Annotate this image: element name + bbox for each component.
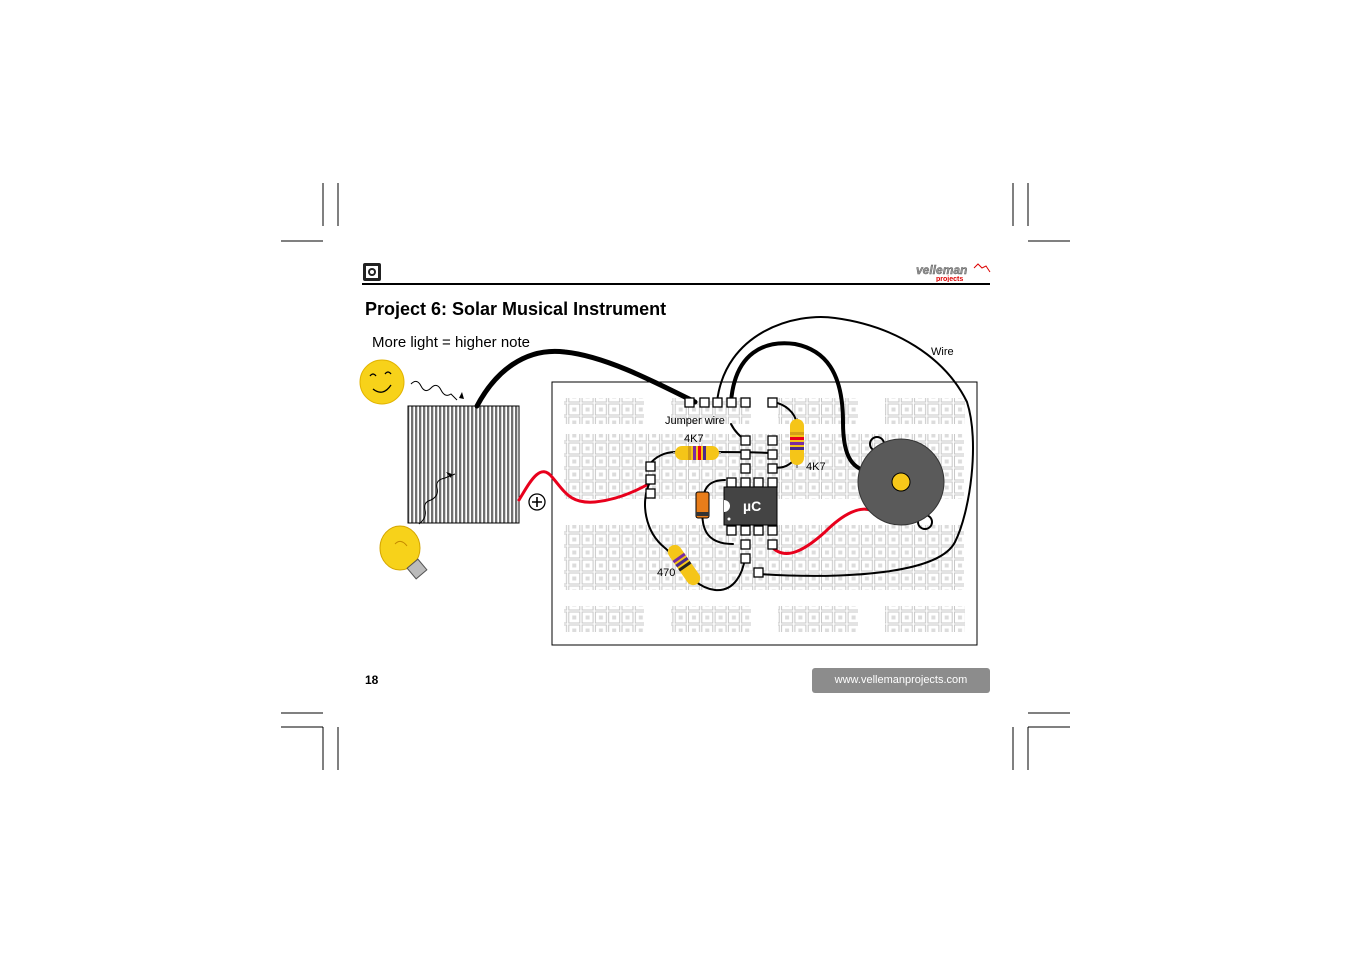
connection-pads <box>645 397 778 578</box>
label-jumper-wire: Jumper wire <box>665 415 725 427</box>
label-470: 470 <box>657 567 675 579</box>
label-4k7-left: 4K7 <box>684 433 704 445</box>
resistor-470 <box>667 544 701 586</box>
black-wire-buzzer <box>729 341 869 474</box>
label-wire: Wire <box>931 346 954 358</box>
red-wire-plus <box>517 470 654 504</box>
thick-black-wire <box>474 348 698 409</box>
buzzer <box>857 436 945 530</box>
svg-text:velleman: velleman <box>916 263 967 277</box>
header-rule <box>362 283 990 285</box>
capacitor <box>695 491 710 519</box>
plus-terminal-icon <box>528 493 546 511</box>
website-url[interactable]: www.vellemanprojects.com <box>812 668 990 693</box>
label-4k7-right: 4K7 <box>806 461 826 473</box>
chip-label: µC <box>743 498 761 514</box>
caption: More light = higher note <box>372 334 530 351</box>
long-wire <box>716 316 974 577</box>
resistor-4k7-vertical <box>790 418 804 468</box>
svg-text:projects: projects <box>936 276 963 282</box>
microcontroller-chip: µC <box>723 486 778 526</box>
page-title: Project 6: Solar Musical Instrument <box>365 299 667 319</box>
sun-icon <box>359 359 464 405</box>
breadboard-diagram: More light = higher note <box>359 316 978 646</box>
page-number: 18 <box>365 673 379 687</box>
book-icon <box>363 263 381 281</box>
velleman-projects-logo: velleman projects <box>916 263 991 282</box>
resistor-4k7-horizontal <box>673 446 721 460</box>
red-wire-buzzer <box>769 507 872 555</box>
light-bulb-icon <box>379 472 456 580</box>
solar-cell <box>407 405 520 524</box>
